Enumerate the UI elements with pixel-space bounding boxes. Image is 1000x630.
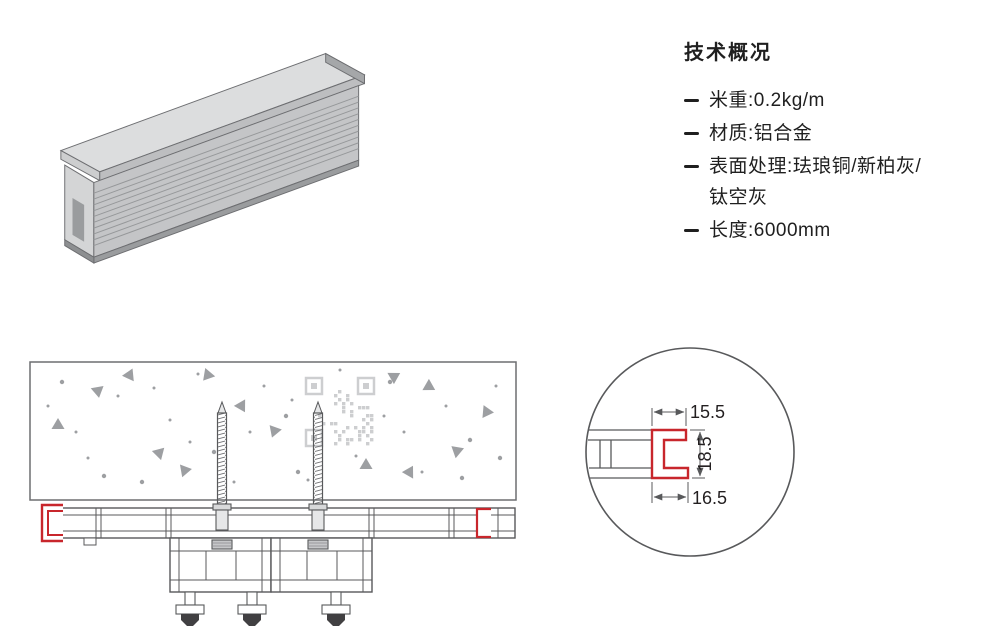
spec-text: 长度:6000mm	[709, 220, 831, 241]
track-box-walls	[178, 538, 364, 592]
red-clip-profile	[475, 507, 491, 539]
frame-strip-dividers	[95, 508, 499, 538]
spec-surface-line1: 表面处理:珐琅铜/新柏灰/	[709, 156, 922, 177]
dash-bullet	[684, 99, 699, 102]
profile-bottom-left-edge	[64, 238, 95, 264]
concrete-aggregate-speckles	[46, 367, 503, 485]
spec-surface-line2: 钛空灰	[709, 187, 768, 208]
dash-bullet	[684, 229, 699, 232]
spec-item-surface-finish: 表面处理:珐琅铜/新柏灰/ 钛空灰	[684, 151, 984, 213]
dim-label-bottom-width: 16.5	[692, 488, 727, 508]
red-end-cap-inner	[47, 510, 63, 536]
red-highlight-parts	[40, 503, 491, 543]
isometric-profile-drawing	[59, 52, 366, 264]
frame-strip-outline	[61, 507, 516, 539]
bottom-rail-middle	[237, 591, 267, 626]
spec-item-material: 材质:铝合金	[684, 118, 984, 149]
profile-rib-hatching	[93, 95, 359, 247]
dim-label-height: 18.5	[695, 436, 715, 471]
frame-hook-detail	[83, 537, 97, 546]
spec-item-meter-weight: 米重:0.2kg/m	[684, 85, 984, 116]
track-box-horizontals	[170, 550, 372, 581]
spec-text: 米重:0.2kg/m	[709, 90, 825, 111]
frame-strip-inner-lines	[62, 514, 515, 532]
profile-top-plate-right-end	[325, 52, 365, 85]
anchor-screw-left	[211, 400, 233, 550]
spec-text: 材质:铝合金	[709, 123, 813, 144]
dimension-lines	[651, 408, 705, 503]
qr-cells	[318, 390, 374, 446]
dash-bullet	[684, 132, 699, 135]
bottom-rail-left	[175, 591, 205, 626]
frame-section-drawing	[61, 507, 516, 626]
detail-section-lines	[588, 429, 652, 479]
detail-circle-outline	[585, 347, 795, 557]
spec-item-length: 长度:6000mm	[684, 215, 984, 246]
anchor-screw-right	[307, 400, 329, 550]
red-profile-highlight	[650, 428, 690, 480]
dash-bullet	[684, 165, 699, 168]
bottom-rail-right	[321, 591, 351, 626]
tech-overview-title: 技术概况	[684, 42, 772, 64]
profile-end-slot	[72, 198, 85, 242]
spec-panel: 技术概况 米重:0.2kg/m 材质:铝合金 表面处理:珐琅铜/新柏灰/ 钛空灰…	[684, 36, 984, 248]
detail-circle: 15.5 18.5 16.5	[585, 347, 795, 557]
concrete-wall-section	[29, 361, 517, 501]
spec-text: 表面处理:珐琅铜/新柏灰/ 钛空灰	[709, 151, 921, 213]
dim-label-top-width: 15.5	[690, 402, 725, 422]
